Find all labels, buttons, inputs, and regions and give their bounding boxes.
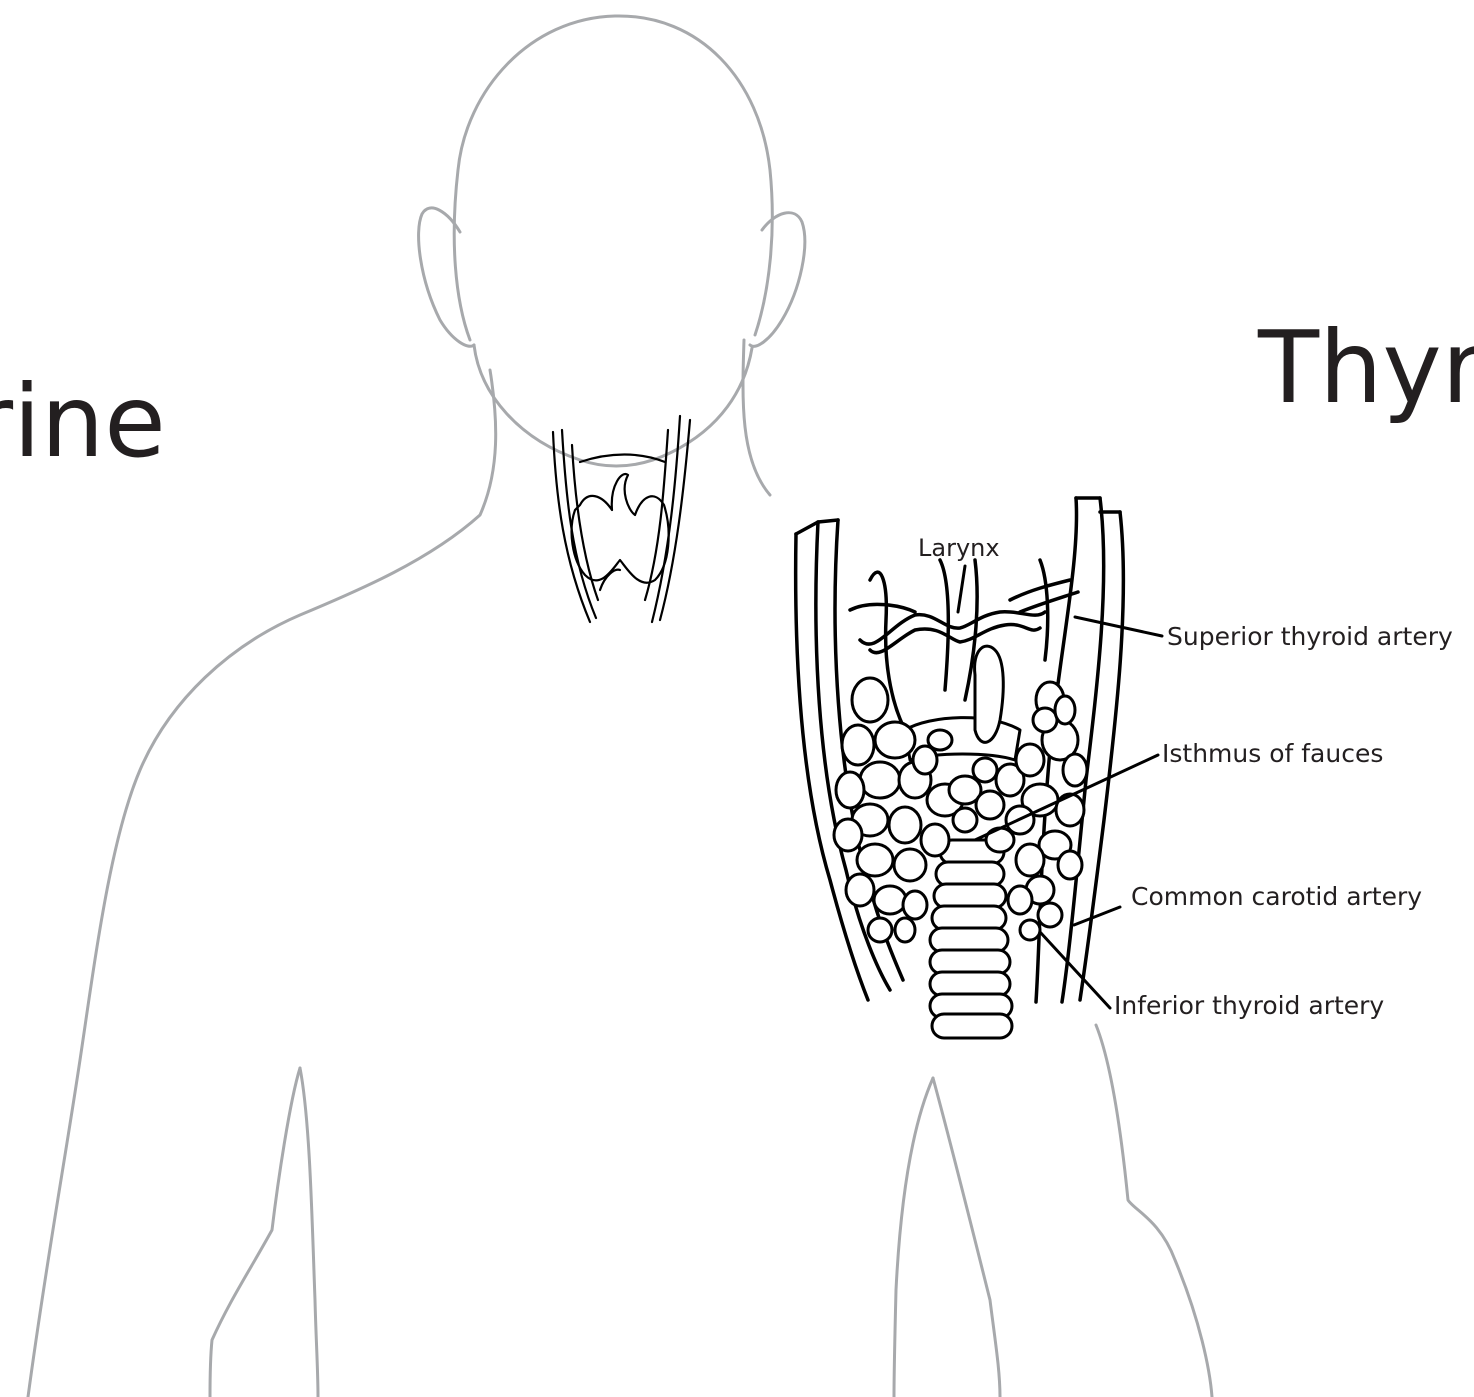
left-arm-inner-2 [300,1068,318,1397]
label-superior-thyroid-artery: Superior thyroid artery [1167,624,1453,649]
left-arm-inner [210,1068,300,1397]
leader-superior [1075,617,1162,636]
neck-left [28,370,496,1397]
right-arm-inner [894,1078,933,1397]
neck-right [743,340,770,495]
head-outline [454,16,772,340]
right-arm-inner-2 [933,1078,1000,1397]
label-isthmus-of-fauces: Isthmus of fauces [1162,741,1383,766]
leader-common [1074,907,1120,925]
leader-inferior [1040,932,1110,1008]
jaw-line [474,345,752,466]
label-inferior-thyroid-artery: Inferior thyroid artery [1114,993,1384,1018]
leader-larynx [958,566,965,612]
title-right-fragment: Thyr [1258,318,1474,418]
trachea [930,840,1012,1038]
label-larynx: Larynx [918,536,1000,560]
large-thyroid [796,498,1162,1038]
right-shoulder [1096,1025,1212,1397]
title-left-fragment: rine [0,372,166,472]
label-common-carotid-artery: Common carotid artery [1131,884,1422,909]
body-silhouette [28,16,1212,1397]
small-thyroid [553,416,690,622]
